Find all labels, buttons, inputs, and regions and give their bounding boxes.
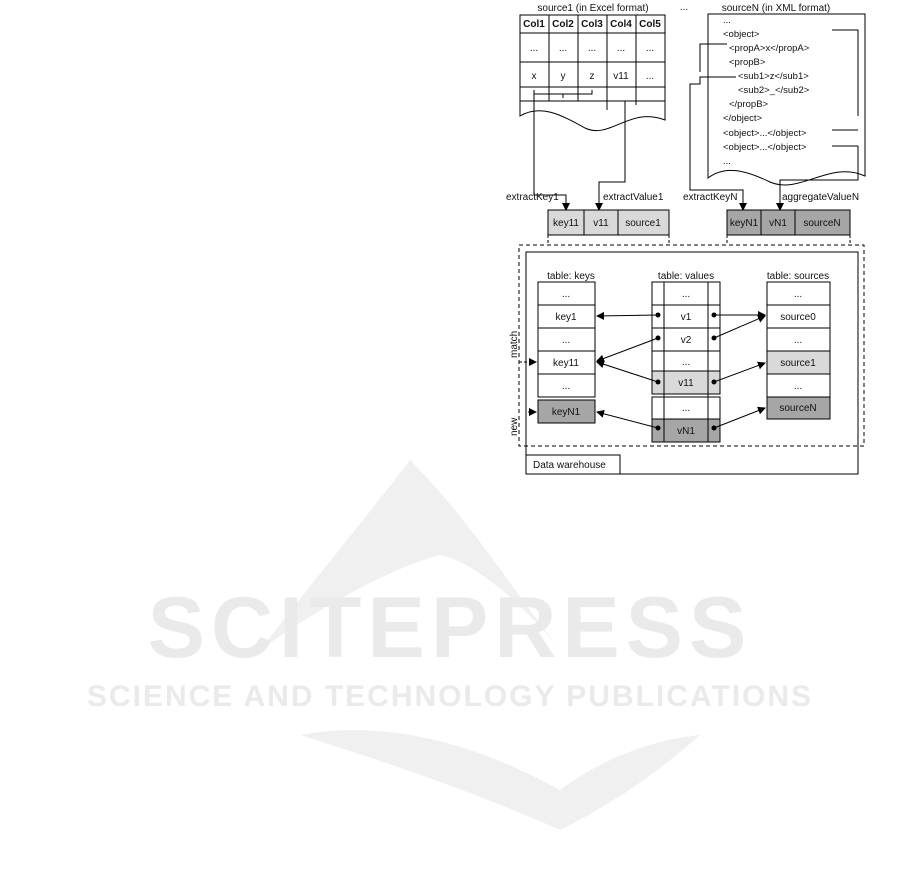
sourceN-xml: sourceN (in XML format) ... <object> <pr… xyxy=(695,3,866,186)
source1-cell: ... xyxy=(530,43,538,54)
table-sources-title: table: sources xyxy=(767,271,829,282)
tuple-cell xyxy=(760,209,796,236)
keys-row: key1 xyxy=(555,312,577,323)
values-row: v1 xyxy=(681,312,692,323)
tuple-cell xyxy=(547,209,585,236)
label-extractValue1: extractValue1 xyxy=(603,192,664,203)
table-keys: table: keys ... key1 ... key11 ... keyN1 xyxy=(537,271,596,424)
sourceN-title: sourceN (in XML format) xyxy=(722,3,831,14)
keys-row: keyN1 xyxy=(552,407,581,418)
xml-line: </propB> xyxy=(729,99,769,110)
xml-line: <sub1>z</sub1> xyxy=(738,71,809,82)
table-keys-title: table: keys xyxy=(547,271,595,282)
sources-row: source1 xyxy=(780,358,816,369)
watermark: SCITEPRESS SCIENCE AND TECHNOLOGY PUBLIC… xyxy=(87,460,813,830)
source1-sheet xyxy=(519,14,666,132)
table-values-title: table: values xyxy=(658,271,714,282)
relation-arrows xyxy=(596,311,766,431)
sources-row: ... xyxy=(794,289,802,300)
xml-line: <propB> xyxy=(729,57,766,68)
xml-line: <sub2>_</sub2> xyxy=(738,85,810,96)
source1-excel: source1 (in Excel format) Col1 Col2 Col3… xyxy=(519,3,666,132)
warehouse-border xyxy=(525,251,859,475)
sources-row: source0 xyxy=(780,312,816,323)
tuple-source: source1 xyxy=(625,218,661,229)
source1-cell: ... xyxy=(559,43,567,54)
source1-header: Col4 xyxy=(610,19,632,30)
source1-cell: x xyxy=(532,71,537,82)
xml-line: <propA>x</propA> xyxy=(729,43,810,54)
tuple-cell xyxy=(617,209,670,236)
xml-line: <object> xyxy=(723,29,760,40)
values-row: ... xyxy=(682,357,690,368)
source1-cell: ... xyxy=(646,43,654,54)
values-row: v11 xyxy=(678,378,694,389)
warehouse-label-box xyxy=(526,454,621,474)
xml-line: <object>...</object> xyxy=(723,142,807,153)
source1-title: source1 (in Excel format) xyxy=(537,3,648,14)
key-bracket xyxy=(695,76,736,85)
keys-row: key11 xyxy=(553,358,579,369)
source1-header: Col2 xyxy=(552,19,574,30)
xml-line: </object> xyxy=(723,113,763,124)
watermark-emblem xyxy=(260,460,560,650)
new-path xyxy=(525,408,537,440)
label-aggregateValueN: aggregateValueN xyxy=(782,192,859,203)
values-row: ... xyxy=(682,289,690,300)
label-extractKey1: extractKey1 xyxy=(506,192,559,203)
source1-header: Col5 xyxy=(639,19,661,30)
match-new-paths: match new xyxy=(509,331,537,440)
key-bracket xyxy=(533,90,593,98)
tuple-sourceN: keyN1 vN1 sourceN xyxy=(726,209,851,236)
watermark-wave xyxy=(300,730,700,830)
watermark-subtitle: SCIENCE AND TECHNOLOGY PUBLICATIONS xyxy=(87,680,813,713)
table-values: table: values ... v1 v2 ... v11 ... vN1 xyxy=(651,271,721,443)
sourceN-document xyxy=(707,13,866,186)
keys-row: ... xyxy=(562,381,570,392)
sources-ellipsis: ... xyxy=(680,2,688,13)
key-bracket xyxy=(699,43,727,72)
source1-cell: z xyxy=(590,71,595,82)
label-match: match xyxy=(509,331,520,358)
source1-cell: ... xyxy=(588,43,596,54)
data-warehouse: Data warehouse xyxy=(518,235,865,475)
tuple-key: keyN1 xyxy=(730,218,759,229)
source1-header: Col1 xyxy=(523,19,545,30)
tuple-key: key11 xyxy=(553,218,579,229)
warehouse-label: Data warehouse xyxy=(533,460,606,471)
sources-row: ... xyxy=(794,335,802,346)
source1-cell: ... xyxy=(617,43,625,54)
values-row: ... xyxy=(682,403,690,414)
xml-line: ... xyxy=(723,156,731,167)
label-new: new xyxy=(509,417,520,436)
values-row: vN1 xyxy=(677,426,695,437)
source1-header: Col3 xyxy=(581,19,603,30)
sources-row: ... xyxy=(794,381,802,392)
watermark-title: SCITEPRESS xyxy=(148,580,753,676)
keys-row: ... xyxy=(562,289,570,300)
label-extractKeyN: extractKeyN xyxy=(683,192,737,203)
xml-line: ... xyxy=(723,15,731,26)
tuple-value: vN1 xyxy=(769,218,787,229)
tuple-source1: key11 v11 source1 xyxy=(547,209,670,236)
source1-cell: ... xyxy=(646,71,654,82)
table-sources: table: sources ... source0 ... source1 .… xyxy=(766,271,831,420)
source1-cell: y xyxy=(561,71,566,82)
tuple-value: v11 xyxy=(593,218,609,229)
source1-cell: v11 xyxy=(613,71,629,82)
tuple-cell xyxy=(794,209,851,236)
object-bracket xyxy=(832,29,859,116)
sources-row: sourceN xyxy=(779,403,816,414)
values-row: v2 xyxy=(681,335,692,346)
xml-line: <object>...</object> xyxy=(723,128,807,139)
tuple-source: sourceN xyxy=(803,218,840,229)
keys-row: ... xyxy=(562,335,570,346)
extraction-arrows xyxy=(533,83,859,211)
